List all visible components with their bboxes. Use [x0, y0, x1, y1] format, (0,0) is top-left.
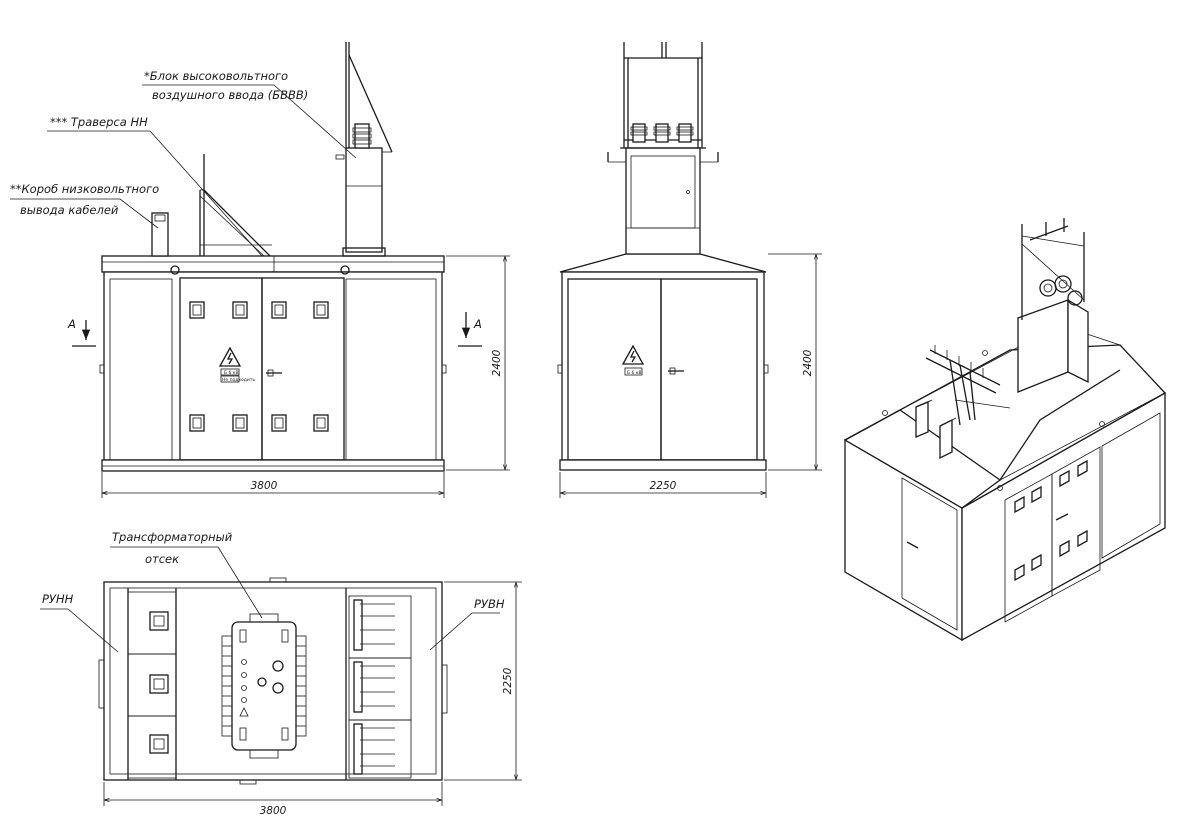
- section-label-right: А: [473, 317, 482, 331]
- callout-ruvn: [429, 612, 500, 651]
- transformer-label-line1: Трансформаторный: [112, 530, 233, 544]
- korob-label-line1: **Короб низковольтного: [10, 182, 159, 196]
- front-plate-subtext: Не подходить: [222, 377, 255, 383]
- front-width-dimension: 3800: [251, 480, 278, 492]
- section-mark-left: [72, 320, 96, 347]
- callout-transformer: [110, 546, 263, 619]
- callout-traversa: [47, 130, 263, 257]
- side-warning-sign-icon: [621, 344, 645, 376]
- transformer-icon: [221, 613, 307, 759]
- plan-dimension-lines: [103, 581, 522, 806]
- plan-width-dimension: 3800: [260, 805, 287, 817]
- plan-depth-dimension: 2250: [502, 667, 514, 694]
- section-label-left: А: [67, 317, 76, 331]
- hv-inlet-block: [335, 42, 393, 257]
- plan-view: 3800 2250: [98, 577, 522, 817]
- traversa-label: *** Траверса НН: [50, 115, 148, 129]
- side-height-dimension: 2400: [802, 349, 814, 376]
- front-plate-text: Б 6 кВ: [224, 370, 239, 376]
- front-view: Б 6 кВ Не подходить: [67, 42, 510, 498]
- insulators-icon: [630, 123, 694, 143]
- front-height-dimension: 2400: [491, 349, 503, 376]
- hv-switchgear-icon: [353, 599, 395, 775]
- transformer-label-line2: отсек: [145, 552, 179, 566]
- iso-vent-grilles: [1014, 459, 1088, 582]
- vent-grilles: [189, 301, 329, 432]
- runn-label: РУНН: [42, 592, 74, 606]
- iso-lv-traverse: [925, 345, 1011, 426]
- side-width-dimension: 2250: [650, 480, 677, 492]
- callout-bvvv: [142, 84, 357, 159]
- korob-label-line2: вывода кабелей: [20, 203, 119, 217]
- iso-cable-boxes: [915, 399, 957, 460]
- side-plate-text: Б 6 кВ: [627, 370, 642, 376]
- lv-traverse: [199, 154, 272, 257]
- front-dimension-lines: [101, 255, 510, 498]
- bvvv-label-line2: воздушного ввода (БВВВ): [152, 88, 308, 102]
- lv-breakers-icon: [149, 611, 169, 754]
- side-view: Б 6 кВ: [557, 42, 822, 498]
- iso-insulators-icon: [1039, 275, 1083, 306]
- callout-korob: [10, 198, 159, 229]
- section-mark-right: [458, 312, 482, 347]
- warning-sign-icon: [218, 346, 242, 383]
- ruvn-label: РУВН: [474, 597, 505, 611]
- door-handle-icon: [266, 369, 282, 377]
- cable-box: [151, 212, 169, 257]
- side-dimension-lines: [559, 253, 822, 498]
- isometric-view: [843, 218, 1167, 642]
- callout-runn: [40, 608, 119, 653]
- side-door-handle-icon: [668, 367, 684, 375]
- bvvv-label-line1: *Блок высоковольтного: [144, 69, 288, 83]
